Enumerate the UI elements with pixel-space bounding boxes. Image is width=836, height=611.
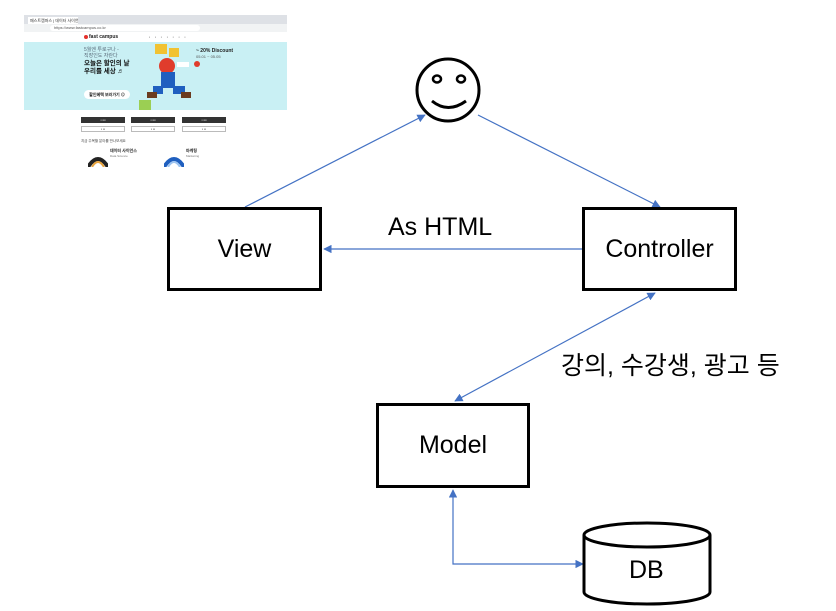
hero-banner: 5월엔 투로구나 - 직장인도 자란다 오늘은 할인의 날 우리를 세상 ♬ 할… [24,42,287,110]
address-bar: https://www.fastcampus.co.kr [50,25,200,31]
edge-model-db [448,489,584,569]
edge-view-to-user [244,114,426,208]
course-1: 데이터 사이언스 Data Science [110,148,137,158]
edge-label-data-types: 강의, 수강생, 광고 등 [561,352,780,380]
mario-character-image [139,44,200,110]
category-button: ▪ ▪▪▪ [81,117,125,123]
controller-label: Controller [605,234,714,263]
category-button-outline: ▪ ▪▪ [182,126,226,132]
browser-tab: 패스트캠퍼스 | 데이터 사이언스 [28,17,78,24]
db-label: DB [629,556,664,584]
hero-subtitle: 5월엔 투로구나 - 직장인도 자란다 [84,47,119,59]
category-caption: 지금 주목할 분야를 만나보세요 [81,139,126,143]
course-2: 마케팅 Marketing [186,148,200,158]
course-1-icon [88,157,108,167]
model-label: Model [418,431,488,459]
hero-cta: 할인혜택 보러가기 ⊙ [84,90,130,99]
course-2-icon [164,157,184,167]
edge-user-to-controller [477,114,661,208]
hero-headline: 오늘은 할인의 날 우리를 세상 ♬ [84,60,130,75]
category-button-outline: ▪ ▪▪ [131,126,175,132]
view-box: View [167,207,322,291]
browser-address-row: https://www.fastcampus.co.kr [24,24,287,32]
model-box: Model [376,403,530,488]
site-logo: fast campus [84,34,118,40]
smiley-face-icon [415,57,481,123]
category-button-outline: ▪ ▪▪ [81,126,125,132]
category-button: ▪ ▪▪▪ [182,117,226,123]
view-label: View [217,234,272,263]
category-button: ▪ ▪▪▪ [131,117,175,123]
db-cylinder [582,521,712,606]
website-screenshot-thumbnail: 패스트캠퍼스 | 데이터 사이언스 https://www.fastcampus… [24,15,287,168]
discount-badge: ~ 20% Discount 05.01 ~ 05.05 [196,48,234,59]
controller-box: Controller [582,207,737,291]
site-menu: ▪ ▪ ▪ ▪ ▪ ▪ ▪ [149,35,186,39]
browser-tabbar: 패스트캠퍼스 | 데이터 사이언스 [24,15,287,24]
edge-label-as-html: As HTML [388,213,493,241]
edge-controller-model [454,292,656,402]
